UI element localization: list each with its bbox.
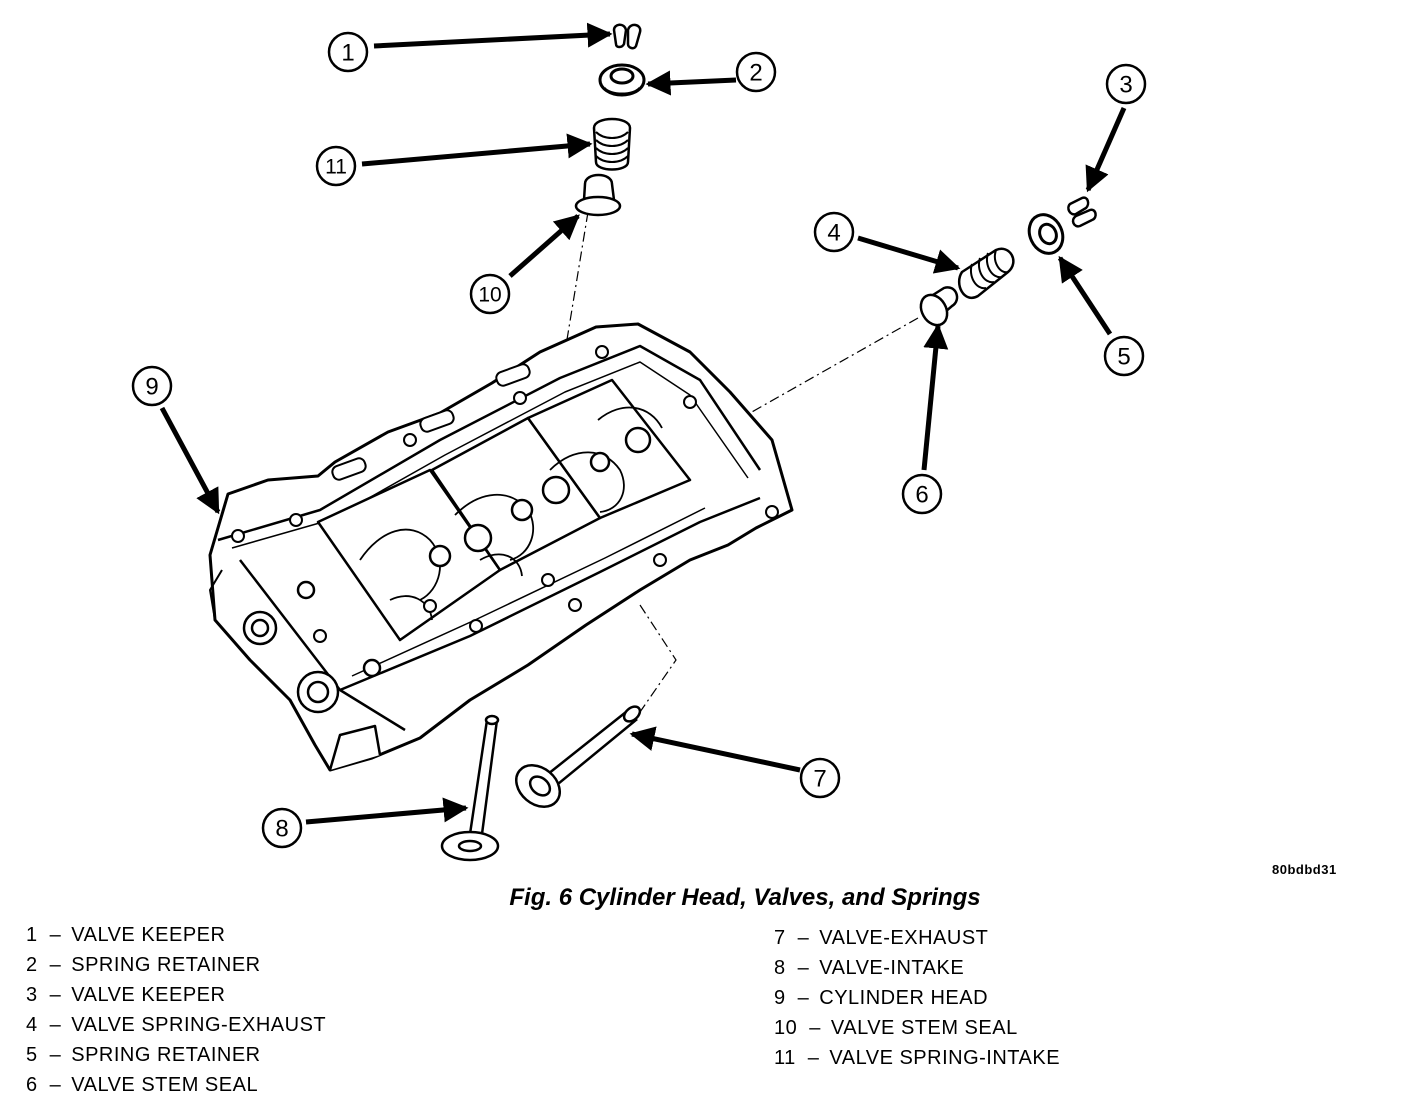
callout-10: 10 xyxy=(478,284,501,307)
legend-label: SPRING RETAINER xyxy=(71,1044,261,1066)
legend-item: 7–VALVE-EXHAUST xyxy=(774,923,1060,953)
cylinder-head xyxy=(208,322,794,772)
legend-item: 10–VALVE STEM SEAL xyxy=(774,1013,1060,1043)
valve-keeper-exhaust xyxy=(1067,196,1097,228)
legend-label: VALVE KEEPER xyxy=(71,924,226,946)
spring-retainer-exhaust xyxy=(1027,213,1065,255)
callout-9: 9 xyxy=(145,374,158,401)
legend-label: VALVE-INTAKE xyxy=(819,957,965,979)
legend-item: 4–VALVE SPRING-EXHAUST xyxy=(26,1010,326,1040)
callout-11: 11 xyxy=(325,156,347,179)
legend-label: VALVE-EXHAUST xyxy=(819,927,989,949)
spring-retainer-intake xyxy=(598,63,646,97)
callout-labels: 1 2 3 4 5 6 7 8 9 10 11 xyxy=(145,40,1132,843)
legend-label: VALVE KEEPER xyxy=(71,984,226,1006)
valve-stem-seal-exhaust xyxy=(919,286,959,327)
callout-2: 2 xyxy=(749,60,762,87)
legend-num: 5 xyxy=(26,1044,38,1066)
legend-item: 11–VALVE SPRING-INTAKE xyxy=(774,1043,1060,1073)
legend-num: 11 xyxy=(774,1047,796,1069)
callout-circles xyxy=(131,31,1147,849)
legend-right: 7–VALVE-EXHAUST 8–VALVE-INTAKE 9–CYLINDE… xyxy=(774,923,1060,1073)
valve-spring-intake xyxy=(592,117,632,171)
legend-num: 1 xyxy=(26,924,38,946)
legend-item: 3–VALVE KEEPER xyxy=(26,980,326,1010)
valve-spring-exhaust xyxy=(957,247,1015,300)
legend-label: SPRING RETAINER xyxy=(71,954,261,976)
legend-label: VALVE STEM SEAL xyxy=(71,1074,259,1096)
valve-keeper-intake xyxy=(612,23,642,50)
legend-num: 4 xyxy=(26,1014,38,1036)
legend-num: 3 xyxy=(26,984,38,1006)
legend-num: 8 xyxy=(774,957,786,979)
legend-label: VALVE STEM SEAL xyxy=(830,1017,1018,1039)
callout-7: 7 xyxy=(813,766,826,793)
leader-arrows xyxy=(159,22,1127,825)
legend-left: 1–VALVE KEEPER 2–SPRING RETAINER 3–VALVE… xyxy=(26,920,326,1100)
legend-label: CYLINDER HEAD xyxy=(819,987,989,1009)
valve-exhaust xyxy=(515,705,642,808)
callout-3: 3 xyxy=(1119,72,1132,99)
callout-6: 6 xyxy=(915,482,928,509)
figure-code: 80bdbd31 xyxy=(1272,862,1337,877)
legend-num: 7 xyxy=(774,927,786,949)
exploded-view-diagram: 1 2 3 4 5 6 7 8 9 10 11 xyxy=(131,22,1147,862)
legend-item: 9–CYLINDER HEAD xyxy=(774,983,1060,1013)
legend-item: 8–VALVE-INTAKE xyxy=(774,953,1060,983)
callout-8: 8 xyxy=(275,816,288,843)
valve-stem-seal-intake xyxy=(574,173,622,217)
legend-item: 1–VALVE KEEPER xyxy=(26,920,326,950)
legend-item: 2–SPRING RETAINER xyxy=(26,950,326,980)
legend-num: 10 xyxy=(774,1017,798,1039)
valve-intake xyxy=(440,714,500,862)
callout-1: 1 xyxy=(341,40,354,67)
legend-num: 9 xyxy=(774,987,786,1009)
legend-item: 5–SPRING RETAINER xyxy=(26,1040,326,1070)
callout-4: 4 xyxy=(827,220,840,247)
legend-num: 6 xyxy=(26,1074,38,1096)
callout-5: 5 xyxy=(1117,344,1130,371)
legend-num: 2 xyxy=(26,954,38,976)
legend-label: VALVE SPRING-INTAKE xyxy=(829,1047,1061,1069)
legend-label: VALVE SPRING-EXHAUST xyxy=(71,1014,327,1036)
legend-item: 6–VALVE STEM SEAL xyxy=(26,1070,326,1100)
figure-caption: Fig. 6 Cylinder Head, Valves, and Spring… xyxy=(509,884,981,911)
